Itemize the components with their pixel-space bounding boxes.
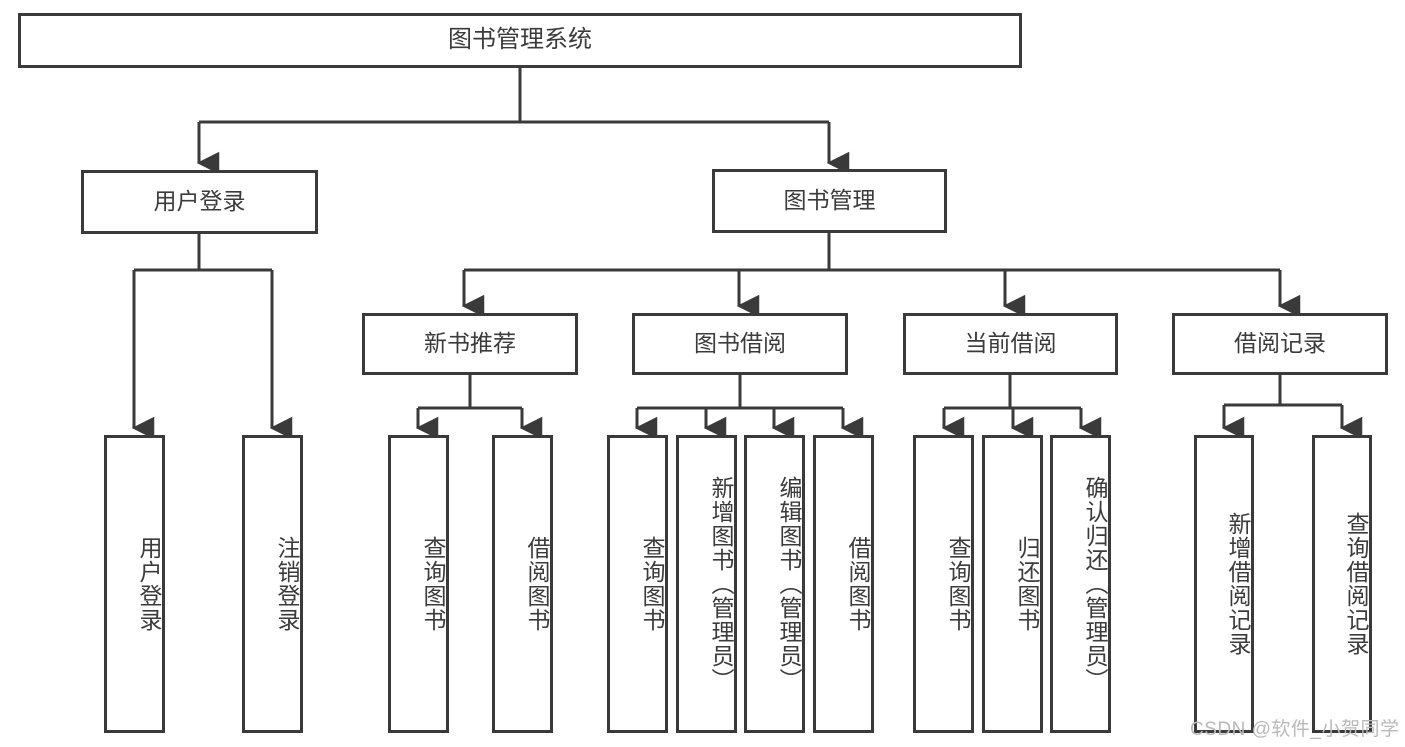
- node-label: 用户登录: [153, 188, 246, 215]
- node-label: 新增借阅记录: [1225, 512, 1251, 656]
- node-label: 归还图书: [1014, 536, 1040, 632]
- node-label: 图书管理: [783, 187, 876, 214]
- node-label: 用户登录: [136, 536, 162, 632]
- node-label: 当前借阅: [964, 330, 1057, 357]
- leaf-borrow-book-recommend[interactable]: 借阅图书: [492, 435, 553, 733]
- leaf-edit-book-admin[interactable]: 编辑图书（管理员）: [744, 435, 805, 733]
- node-label: 编辑图书（管理员）: [776, 476, 802, 692]
- leaf-return-book[interactable]: 归还图书: [982, 435, 1043, 733]
- node-current-borrow[interactable]: 当前借阅: [903, 313, 1118, 375]
- node-label: 新书推荐: [424, 330, 516, 357]
- node-label: 查询图书: [420, 536, 446, 632]
- node-root-system[interactable]: 图书管理系统: [18, 13, 1022, 68]
- node-label: 借阅记录: [1234, 330, 1326, 357]
- leaf-add-book-admin[interactable]: 新增图书（管理员）: [676, 435, 737, 733]
- node-label: 确认归还（管理员）: [1082, 476, 1108, 692]
- node-user-login[interactable]: 用户登录: [81, 170, 318, 234]
- node-label: 查询图书: [639, 536, 665, 632]
- leaf-query-book-recommend[interactable]: 查询图书: [388, 435, 449, 733]
- node-label: 借阅图书: [845, 536, 871, 632]
- node-label: 借阅图书: [524, 536, 550, 632]
- node-book-management[interactable]: 图书管理: [712, 169, 947, 233]
- node-label: 查询图书: [945, 536, 971, 632]
- leaf-borrow-book-borrow[interactable]: 借阅图书: [813, 435, 874, 733]
- node-label: 查询借阅记录: [1343, 512, 1369, 656]
- node-label: 新增图书（管理员）: [708, 476, 734, 692]
- node-label: 图书管理系统: [448, 26, 592, 54]
- node-label: 注销登录: [274, 536, 300, 632]
- leaf-add-borrow-record[interactable]: 新增借阅记录: [1194, 435, 1254, 733]
- node-borrow-record[interactable]: 借阅记录: [1172, 313, 1388, 375]
- node-label: 图书借阅: [694, 330, 786, 357]
- leaf-logout-login[interactable]: 注销登录: [242, 435, 303, 733]
- leaf-query-book-current[interactable]: 查询图书: [913, 435, 974, 733]
- leaf-user-login[interactable]: 用户登录: [104, 435, 165, 733]
- leaf-confirm-return-admin[interactable]: 确认归还（管理员）: [1050, 435, 1111, 733]
- node-book-borrow[interactable]: 图书借阅: [632, 313, 848, 375]
- leaf-query-borrow-record[interactable]: 查询借阅记录: [1312, 435, 1372, 733]
- leaf-query-book-borrow[interactable]: 查询图书: [607, 435, 668, 733]
- node-new-book-recommend[interactable]: 新书推荐: [362, 313, 578, 375]
